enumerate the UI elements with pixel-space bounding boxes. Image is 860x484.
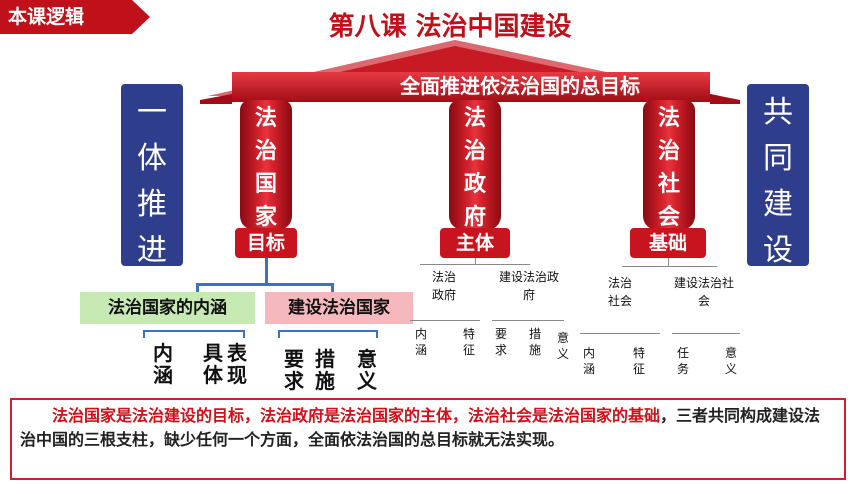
tree-connector bbox=[196, 283, 334, 286]
soc-leaf-connotation: 内涵 bbox=[582, 346, 595, 376]
pillar-society: 法治社会 bbox=[643, 100, 695, 230]
tree-connector bbox=[331, 283, 334, 293]
label-expression: 表现 bbox=[227, 341, 247, 387]
tree-connector bbox=[278, 330, 280, 338]
tree-connector bbox=[475, 258, 476, 264]
tree-connector bbox=[143, 330, 245, 332]
pillar-country: 法治国家 bbox=[240, 100, 292, 230]
soc-leaf-task: 任务 bbox=[676, 346, 689, 376]
soc-node-society: 法治社会 bbox=[598, 274, 642, 310]
tree-connector bbox=[668, 258, 669, 266]
gov-node-govt: 法治政府 bbox=[424, 268, 464, 304]
plaque-subject: 主体 bbox=[440, 228, 510, 258]
soc-node-build-text: 建设法治社会 bbox=[673, 276, 734, 308]
summary-box: 法治国家是法治建设的目标，法治政府是法治国家的主体，法治社会是法治国家的基础，三… bbox=[10, 398, 846, 480]
box-country-connotation: 法治国家的内涵 bbox=[80, 292, 255, 324]
label-connotation: 内涵 bbox=[153, 341, 173, 387]
gov-node-build: 建设法治政府 bbox=[494, 268, 564, 304]
tree-connector bbox=[376, 330, 378, 338]
tree-connector bbox=[410, 320, 480, 321]
soc-leaf-significance: 意义 bbox=[724, 346, 737, 376]
soc-node-society-text: 法治社会 bbox=[607, 276, 632, 308]
soc-node-build: 建设法治社会 bbox=[668, 274, 740, 310]
pillar-government: 法治政府 bbox=[449, 100, 501, 230]
summary-rest: ，三者共同构成建设法治中国的三根支柱，缺少任何一个方面，全面依法治国的总目标就无… bbox=[20, 406, 821, 449]
soc-leaf-feature: 特征 bbox=[632, 346, 645, 376]
roof-banner-text: 全面推进依法治国的总目标 bbox=[400, 74, 640, 98]
plaque-goal: 目标 bbox=[235, 228, 297, 258]
tree-connector bbox=[492, 320, 564, 321]
label-measure: 措施 bbox=[315, 347, 335, 393]
gov-leaf-feature: 特征 bbox=[462, 327, 475, 357]
plaque-foundation: 基础 bbox=[630, 228, 706, 258]
tree-connector bbox=[143, 330, 145, 338]
left-side-pillar: 一体推进 bbox=[121, 84, 183, 268]
tree-connector bbox=[672, 333, 740, 334]
pillar-society-label: 法治社会 bbox=[657, 106, 680, 230]
gov-leaf-requirement: 要求 bbox=[494, 327, 507, 357]
tree-connector bbox=[243, 330, 245, 338]
box-build-country: 建设法治国家 bbox=[265, 292, 413, 324]
page-title: 第八课 法治中国建设 bbox=[328, 12, 572, 42]
label-requirement: 要求 bbox=[284, 347, 304, 393]
label-specific: 具体 bbox=[203, 341, 223, 387]
summary-highlight: 法治国家是法治建设的目标，法治政府是法治国家的主体，法治社会是法治国家的基础 bbox=[52, 406, 661, 425]
gov-node-govt-text: 法治政府 bbox=[431, 270, 456, 302]
right-side-pillar: 共同建设 bbox=[747, 84, 809, 268]
label-significance: 意义 bbox=[357, 347, 377, 393]
tree-connector bbox=[278, 330, 378, 332]
left-side-text: 一体推进 bbox=[137, 95, 167, 268]
tree-connector bbox=[196, 283, 199, 293]
gov-leaf-measure: 措施 bbox=[528, 327, 541, 357]
tree-connector bbox=[580, 333, 660, 334]
tree-connector bbox=[265, 258, 268, 284]
right-side-text: 共同建设 bbox=[763, 95, 793, 268]
lesson-logic-tag: 本课逻辑 bbox=[0, 0, 150, 34]
gov-node-build-text: 建设法治政府 bbox=[498, 270, 559, 302]
gov-leaf-connotation: 内涵 bbox=[414, 327, 427, 357]
pillar-government-label: 法治政府 bbox=[463, 106, 486, 230]
gov-leaf-significance: 意义 bbox=[556, 331, 569, 361]
tree-connector bbox=[622, 266, 717, 267]
pillar-country-label: 法治国家 bbox=[254, 106, 277, 230]
tree-connector bbox=[420, 264, 530, 265]
roof-graphic bbox=[200, 40, 740, 104]
